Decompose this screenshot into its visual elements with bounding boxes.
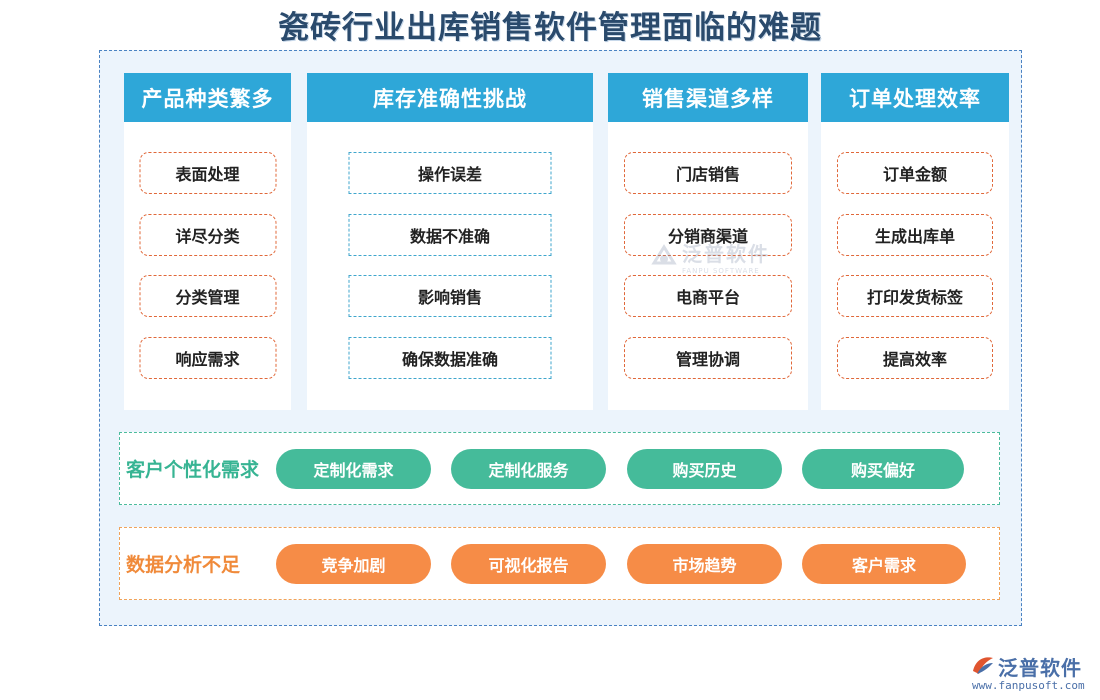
watermark: 泛普软件 FANPU SOFTWARE [650,238,770,275]
item-box: 提高效率 [837,337,993,379]
logo-name: 泛普软件 [998,656,1082,680]
pill: 购买偏好 [802,449,964,489]
item-box: 管理协调 [624,337,792,379]
fanpu-logo-icon [973,657,993,674]
column-order-efficiency: 订单处理效率 订单金额 生成出库单 打印发货标签 提高效率 [821,73,1009,410]
item-box: 影响销售 [348,275,552,317]
column-header: 销售渠道多样 [608,73,808,122]
item-box: 打印发货标签 [837,275,993,317]
band-customer-personalization: 客户个性化需求 定制化需求 定制化服务 购买历史 购买偏好 [119,432,1000,505]
column-header: 库存准确性挑战 [307,73,593,122]
logo-url: www.fanpusoft.com [972,679,1085,692]
pill: 竞争加剧 [276,544,431,584]
band-label: 数据分析不足 [126,554,241,576]
item-box: 分销商渠道 [624,214,792,256]
column-header: 产品种类繁多 [124,73,291,122]
item-box: 表面处理 [139,152,276,194]
fanpu-watermark-icon [651,243,677,264]
item-box: 生成出库单 [837,214,993,256]
pill: 定制化服务 [451,449,606,489]
band-label: 客户个性化需求 [126,459,260,481]
item-box: 订单金额 [837,152,993,194]
band-data-analysis: 数据分析不足 竞争加剧 可视化报告 市场趋势 客户需求 [119,527,1000,600]
page-title: 瓷砖行业出库销售软件管理面临的难题 [278,10,822,46]
column-sales-channels: 销售渠道多样 门店销售 分销商渠道 电商平台 管理协调 [608,73,808,410]
fanpu-logo: 泛普软件 www.fanpusoft.com [970,650,1094,694]
pill: 客户需求 [802,544,966,584]
watermark-sub: FANPU SOFTWARE [682,267,760,275]
pill: 市场趋势 [627,544,782,584]
item-box: 电商平台 [624,275,792,317]
pill: 购买历史 [627,449,782,489]
item-box: 确保数据准确 [348,337,552,379]
pill: 可视化报告 [451,544,606,584]
item-box: 操作误差 [348,152,552,194]
watermark-name: 泛普软件 [682,242,770,266]
item-box: 详尽分类 [139,214,276,256]
item-box: 分类管理 [139,275,276,317]
item-box: 响应需求 [139,337,276,379]
item-box: 数据不准确 [348,214,552,256]
item-box: 门店销售 [624,152,792,194]
column-product-variety: 产品种类繁多 表面处理 详尽分类 分类管理 响应需求 [124,73,291,410]
column-inventory-accuracy: 库存准确性挑战 操作误差 数据不准确 影响销售 确保数据准确 [307,73,593,410]
pill: 定制化需求 [276,449,431,489]
column-header: 订单处理效率 [821,73,1009,122]
